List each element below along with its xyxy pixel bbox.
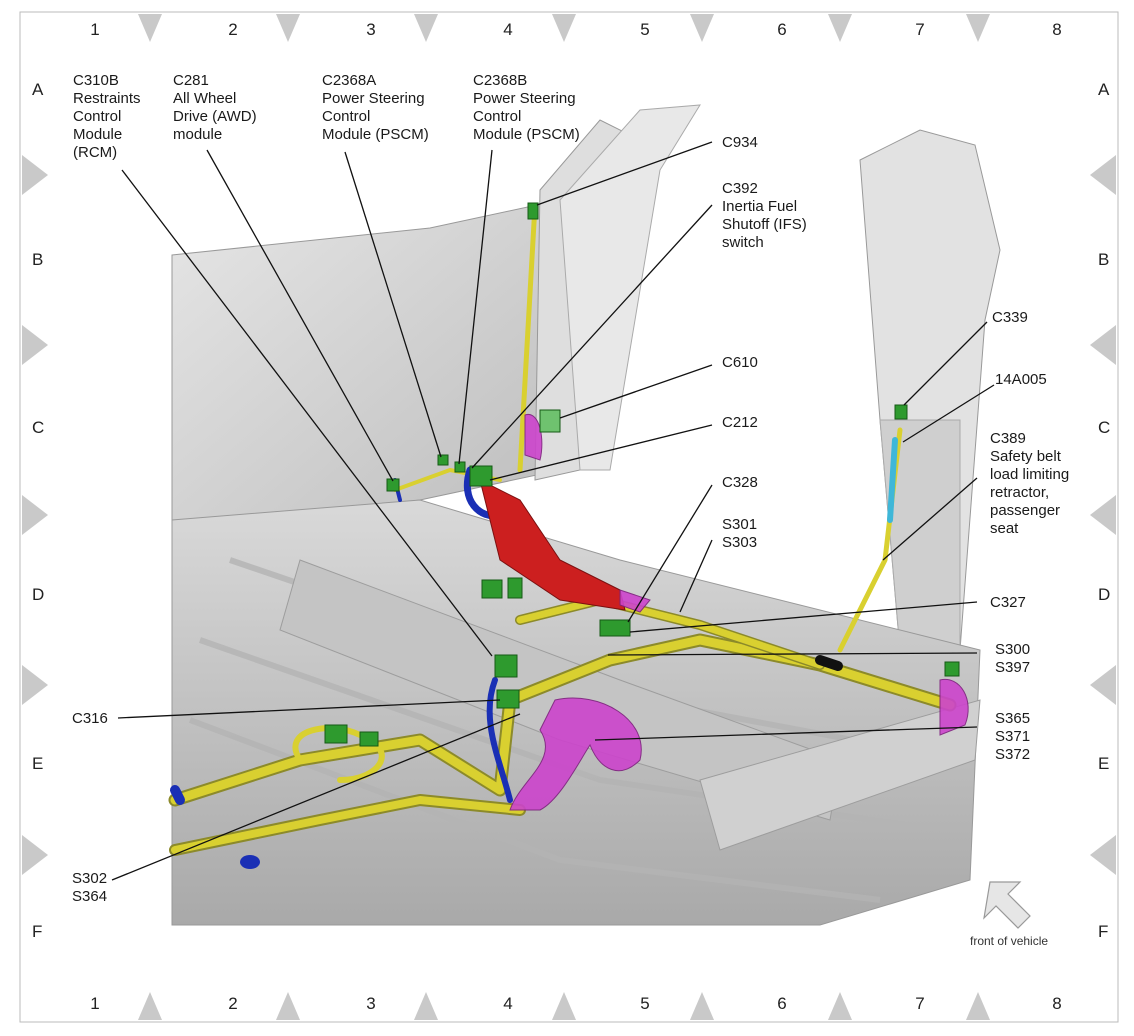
grid-col-5-bottom: 5 xyxy=(640,994,650,1013)
callout-s300-s397: S300 S397 xyxy=(995,641,1031,676)
grid-col-6-bottom: 6 xyxy=(777,994,787,1013)
grid-row-b-right: B xyxy=(1098,250,1110,269)
grid-row-b-left: B xyxy=(32,250,44,269)
grid-col-5-top: 5 xyxy=(640,20,650,39)
callout-c327: C327 xyxy=(990,594,1026,611)
grid-row-e-left: E xyxy=(32,754,44,773)
callout-c2368b: C2368B Power Steering Control Module (PS… xyxy=(473,72,580,143)
grid-row-f-left: F xyxy=(32,922,43,941)
callout-14a005: 14A005 xyxy=(995,371,1047,388)
callout-c281: C281 All Wheel Drive (AWD) module xyxy=(173,72,257,143)
grid-row-c-left: C xyxy=(32,418,45,437)
connectors xyxy=(324,202,960,747)
grid-col-6-top: 6 xyxy=(777,20,787,39)
grid-col-2-top: 2 xyxy=(228,20,238,39)
grid-col-1-bottom: 1 xyxy=(90,994,100,1013)
grid-col-2-bottom: 2 xyxy=(228,994,238,1013)
callout-c934: C934 xyxy=(722,134,758,151)
arrow-up-left-icon xyxy=(983,881,1031,929)
grid-row-f-right: F xyxy=(1098,922,1109,941)
grid-col-4-top: 4 xyxy=(503,20,513,39)
grid-col-1-top: 1 xyxy=(90,20,100,39)
grid-row-d-right: D xyxy=(1098,585,1111,604)
grid-row-e-right: E xyxy=(1098,754,1110,773)
callout-c392: C392 Inertia Fuel Shutoff (IFS) switch xyxy=(722,180,807,251)
callout-c389: C389 Safety belt load limiting retractor… xyxy=(990,430,1070,537)
callout-c2368a: C2368A Power Steering Control Module (PS… xyxy=(322,72,429,143)
grid-col-4-bottom: 4 xyxy=(503,994,513,1013)
callout-c328: C328 xyxy=(722,474,758,491)
red-bracket xyxy=(479,479,626,611)
grid-col-3-top: 3 xyxy=(366,20,376,39)
grid-col-8-bottom: 8 xyxy=(1052,994,1062,1013)
callout-c610: C610 xyxy=(722,354,758,371)
front-of-vehicle-label: front of vehicle xyxy=(970,934,1049,948)
callout-s365-s371-s372: S365 S371 S372 xyxy=(995,710,1031,763)
grid-row-d-left: D xyxy=(32,585,45,604)
callout-c339: C339 xyxy=(992,309,1028,326)
callout-c212: C212 xyxy=(722,414,758,431)
border-diamonds-bottom xyxy=(138,992,990,1020)
grid-row-a-right: A xyxy=(1098,80,1110,99)
grid-row-a-left: A xyxy=(32,80,44,99)
callout-c316: C316 xyxy=(72,710,108,727)
magenta-clips xyxy=(509,414,969,811)
grid-col-8-top: 8 xyxy=(1052,20,1062,39)
callout-s301-s303: S301 S303 xyxy=(722,516,758,551)
grid-col-7-top: 7 xyxy=(915,20,925,39)
grid-col-7-bottom: 7 xyxy=(915,994,925,1013)
border-diamonds-left xyxy=(22,155,48,875)
border-diamonds-right xyxy=(1090,155,1116,875)
callout-c310b: C310B Restraints Control Module (RCM) xyxy=(73,72,141,161)
grid-row-c-right: C xyxy=(1098,418,1111,437)
grid-col-3-bottom: 3 xyxy=(366,994,376,1013)
callout-s302-s364: S302 S364 xyxy=(72,870,108,905)
border-diamonds-top xyxy=(138,14,990,42)
